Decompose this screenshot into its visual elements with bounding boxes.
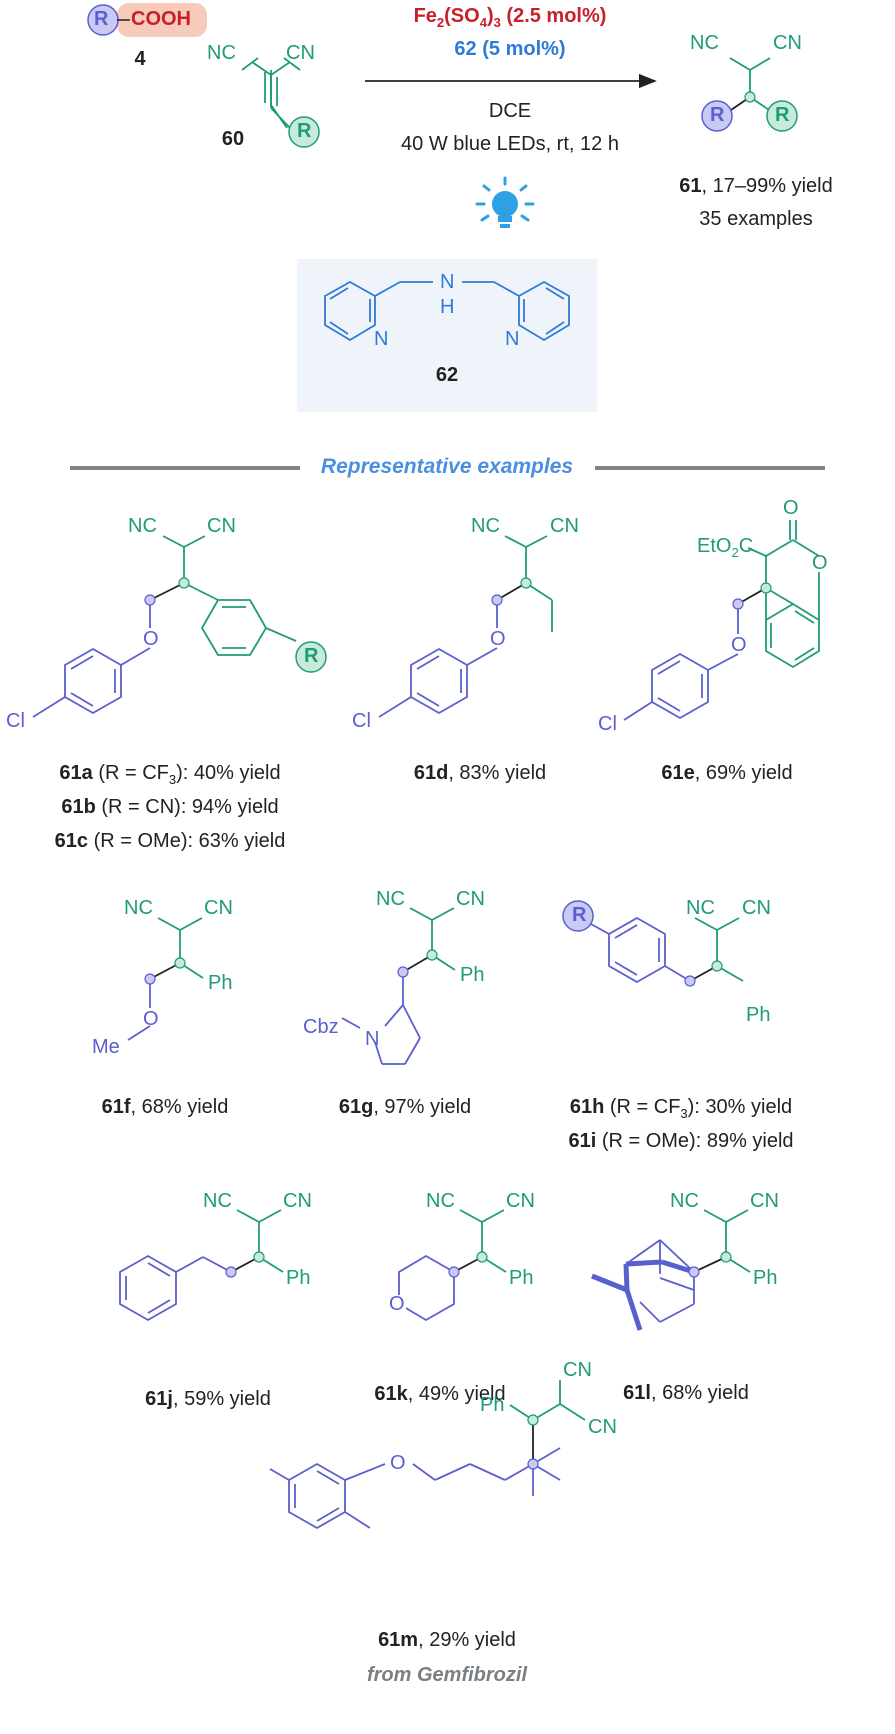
light-conditions-label: 40 W blue LEDs, rt, 12 h xyxy=(401,133,619,155)
product-61-r2: R xyxy=(775,104,790,126)
atom-cn: CN xyxy=(283,1190,312,1212)
atom-o: O xyxy=(143,1008,159,1030)
atom-nc: NC xyxy=(426,1190,455,1212)
atom-r: R xyxy=(572,904,587,926)
r-group-61a xyxy=(295,641,327,673)
atom-ph: Ph xyxy=(460,964,485,986)
r-group-green-61 xyxy=(766,100,798,132)
reagent-60-number: 60 xyxy=(221,128,245,150)
atom-n: N xyxy=(365,1028,380,1050)
compound-61h-structure xyxy=(590,916,744,984)
caption-61l: 61l, 68% yield xyxy=(623,1382,749,1404)
atom-o: O xyxy=(389,1293,405,1315)
atom-nc: NC xyxy=(686,897,715,919)
caption-61a: 61a (R = CF3): 40% yield xyxy=(59,762,281,787)
reagent-60-r: R xyxy=(297,120,312,142)
ligand-62-n2: N xyxy=(505,328,520,350)
atom-ester: EtO2C xyxy=(697,535,754,560)
atom-nc: NC xyxy=(670,1190,699,1212)
compound-61f-structure xyxy=(127,917,204,1041)
caption-61m: 61m, 29% yield xyxy=(378,1629,516,1651)
reagent-60-nc: NC xyxy=(207,42,236,64)
atom-cl: Cl xyxy=(352,710,371,732)
caption-61k: 61k, 49% yield xyxy=(374,1383,506,1405)
adamantane-bold-bonds xyxy=(591,1259,695,1331)
atom-cn: CN xyxy=(563,1359,592,1381)
atom-o: O xyxy=(731,634,747,656)
atom-me: Me xyxy=(92,1036,120,1058)
atom-cn: CN xyxy=(207,515,236,537)
atom-cn: CN xyxy=(742,897,771,919)
atom-cn: CN xyxy=(550,515,579,537)
ligand-62-number: 62 xyxy=(435,364,459,386)
atom-r: R xyxy=(304,645,319,667)
reagent-4-cooh-label: COOH xyxy=(131,8,191,30)
product-61-examples: 35 examples xyxy=(699,208,813,230)
atom-o: O xyxy=(490,628,506,650)
reagent-4-r-label: R xyxy=(94,8,109,30)
atom-cn: CN xyxy=(456,888,485,910)
compound-61e-structure xyxy=(623,520,820,721)
product-61-cn: CN xyxy=(773,32,802,54)
atom-cn: CN xyxy=(750,1190,779,1212)
atom-o: O xyxy=(390,1452,406,1474)
atom-nc: NC xyxy=(124,897,153,919)
compound-61m-structure xyxy=(269,1380,586,1530)
ligand-62-nh-h: H xyxy=(440,296,455,318)
ligand-62-n1: N xyxy=(374,328,389,350)
atom-cn: CN xyxy=(204,897,233,919)
atom-o: O xyxy=(783,497,799,519)
atom-ph: Ph xyxy=(509,1267,534,1289)
reagent-4-number: 4 xyxy=(134,48,146,70)
atom-cbz: Cbz xyxy=(303,1016,339,1038)
r-group-violet-61 xyxy=(701,100,733,132)
caption-61d: 61d, 83% yield xyxy=(413,762,547,784)
atom-ph: Ph xyxy=(208,972,233,994)
atom-nc: NC xyxy=(471,515,500,537)
reagent-60-cn: CN xyxy=(286,42,315,64)
atom-nc: NC xyxy=(128,515,157,537)
reagent-4-structure xyxy=(87,3,207,37)
compound-61g-structure xyxy=(341,907,456,1065)
atom-ph: Ph xyxy=(286,1267,311,1289)
catalyst-label: Fe2(SO4)3 (2.5 mol%) xyxy=(413,5,607,30)
r-group-60 xyxy=(288,116,320,148)
atom-cl: Cl xyxy=(6,710,25,732)
atom-nc: NC xyxy=(203,1190,232,1212)
caption-61i: 61i (R = OMe): 89% yield xyxy=(568,1130,794,1152)
atom-o: O xyxy=(812,552,828,574)
caption-61m-source: from Gemfibrozil xyxy=(366,1664,528,1686)
caption-61j: 61j, 59% yield xyxy=(145,1388,271,1410)
ligand-62-structure xyxy=(324,280,570,342)
atom-ph: Ph xyxy=(753,1267,778,1289)
lightbulb-icon xyxy=(475,176,535,228)
ligand-62-nh-n: N xyxy=(440,271,455,293)
r-group-61h xyxy=(562,900,594,932)
caption-61h: 61h (R = CF3): 30% yield xyxy=(569,1096,793,1121)
atom-nc: NC xyxy=(376,888,405,910)
product-61-yield: 61, 17–99% yield xyxy=(679,175,833,197)
atom-cn: CN xyxy=(588,1416,617,1438)
section-title: Representative examples xyxy=(320,455,574,478)
atom-ph: Ph xyxy=(480,1394,505,1416)
caption-61e: 61e, 69% yield xyxy=(661,762,793,784)
compound-61k-structure xyxy=(398,1209,507,1322)
atom-cn: CN xyxy=(506,1190,535,1212)
caption-61c: 61c (R = OMe): 63% yield xyxy=(54,830,286,852)
compound-61j-structure xyxy=(119,1209,284,1322)
caption-61f: 61f, 68% yield xyxy=(101,1096,229,1118)
atom-o: O xyxy=(143,628,159,650)
caption-61b: 61b (R = CN): 94% yield xyxy=(61,796,279,818)
ligand-loading-label: 62 (5 mol%) xyxy=(454,38,566,60)
compound-61a-structure xyxy=(32,535,297,718)
atom-ph: Ph xyxy=(746,1004,771,1026)
caption-61g: 61g, 97% yield xyxy=(338,1096,472,1118)
compound-61d-structure xyxy=(378,535,553,718)
product-61-nc: NC xyxy=(690,32,719,54)
compound-61l-structure xyxy=(625,1209,751,1323)
solvent-label: DCE xyxy=(488,100,532,122)
atom-cl: Cl xyxy=(598,713,617,735)
product-61-r1: R xyxy=(710,104,725,126)
